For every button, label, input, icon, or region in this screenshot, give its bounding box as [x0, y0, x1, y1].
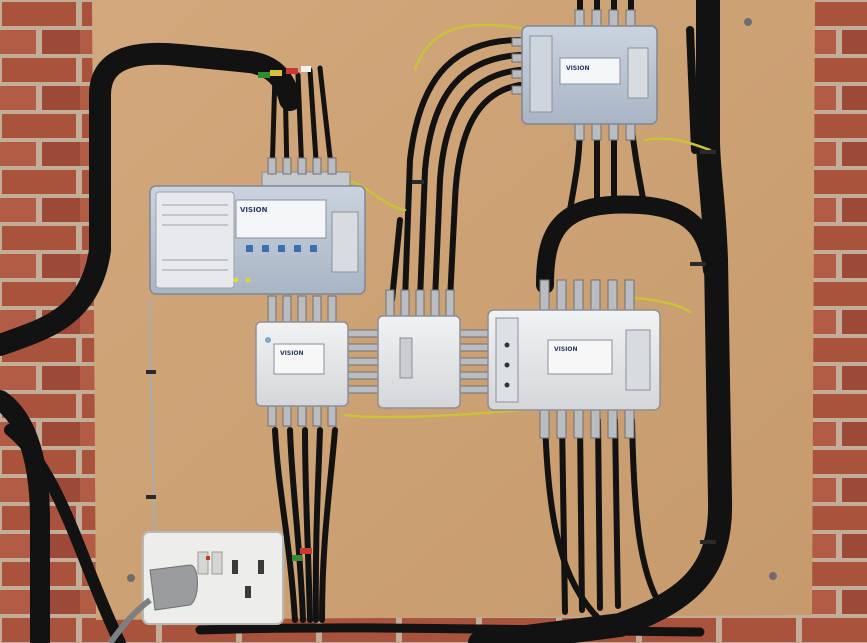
wall-power-socket	[107, 531, 284, 643]
unit-b-brand: VISION	[566, 65, 590, 72]
cable-markers	[258, 66, 312, 561]
unit-c-brand: VISION	[554, 346, 578, 353]
multiswitch-unit-a: VISION	[149, 157, 366, 295]
unit-a-brand: VISION	[240, 206, 268, 214]
multiswitch-unit-c: VISION	[487, 279, 661, 439]
amplifier-unit-e	[377, 289, 491, 409]
cable-ties	[146, 150, 716, 544]
power-plug	[149, 564, 198, 611]
earth-wires	[149, 23, 712, 541]
board-screws	[127, 18, 777, 582]
multiswitch-unit-b: VISION	[511, 9, 658, 141]
unit-d-brand: VISION	[280, 350, 304, 357]
